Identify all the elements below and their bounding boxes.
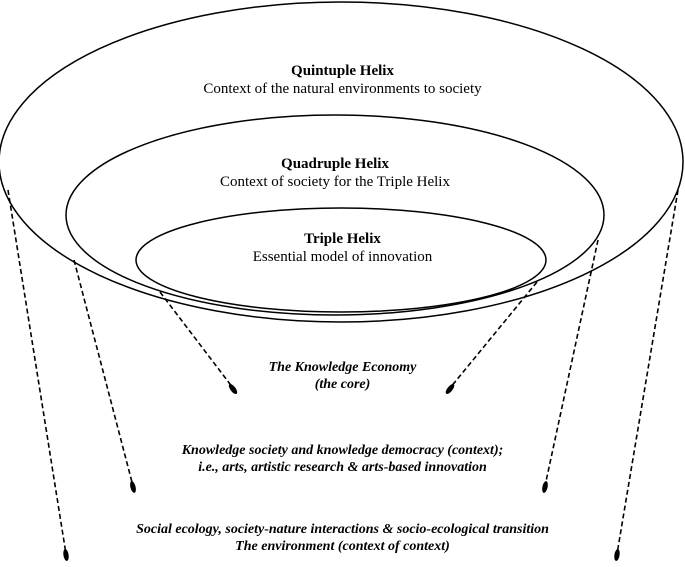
context-right-dashed-line: [544, 239, 599, 487]
quadruple-helix-title: Quadruple Helix: [281, 156, 389, 172]
context-left-dashed-line: [73, 259, 134, 487]
knowledge-society-line1: Knowledge society and knowledge democrac…: [181, 443, 504, 458]
environment-right-dashed-line: [616, 189, 679, 555]
environment-left-arrow-tip: [63, 549, 69, 561]
environment-right-arrow-tip: [614, 549, 620, 561]
triple-helix-label: Triple Helix Essential model of innovati…: [0, 230, 685, 266]
quintuple-helix-ellipse: [0, 1, 684, 323]
quadruple-helix-ellipse: [65, 114, 605, 316]
knowledge-economy-line2: (the core): [314, 376, 371, 392]
knowledge-society-label: Knowledge society and knowledge democrac…: [0, 443, 685, 477]
context-left-arrow-tip: [130, 481, 136, 493]
context-right-arrow-tip: [542, 481, 548, 493]
environment-left-dashed-line: [7, 189, 67, 555]
core-left-arrow-tip: [228, 383, 238, 395]
knowledge-economy-line1: The Knowledge Economy: [268, 360, 417, 375]
core-right-dashed-line: [449, 281, 538, 389]
quadruple-helix-subtitle: Context of society for the Triple Helix: [220, 174, 450, 190]
core-right-arrow-tip: [445, 384, 455, 394]
environment-label: Social ecology, society-nature interacti…: [0, 522, 685, 556]
triple-helix-subtitle: Essential model of innovation: [252, 249, 433, 265]
quadruple-helix-label: Quadruple Helix Context of society for t…: [0, 155, 670, 191]
triple-helix-title: Triple Helix: [304, 231, 381, 247]
knowledge-economy-label: The Knowledge Economy (the core): [0, 360, 685, 394]
quintuple-helix-title: Quintuple Helix: [291, 63, 394, 79]
knowledge-society-line2: i.e., arts, artistic research & arts-bas…: [198, 459, 487, 475]
core-left-dashed-line: [159, 291, 234, 389]
quintuple-helix-label: Quintuple Helix Context of the natural e…: [0, 62, 685, 98]
environment-line1: Social ecology, society-nature interacti…: [136, 522, 549, 537]
triple-helix-ellipse: [135, 207, 547, 313]
quintuple-helix-subtitle: Context of the natural environments to s…: [203, 81, 482, 97]
environment-line2: The environment (context of context): [235, 538, 450, 554]
